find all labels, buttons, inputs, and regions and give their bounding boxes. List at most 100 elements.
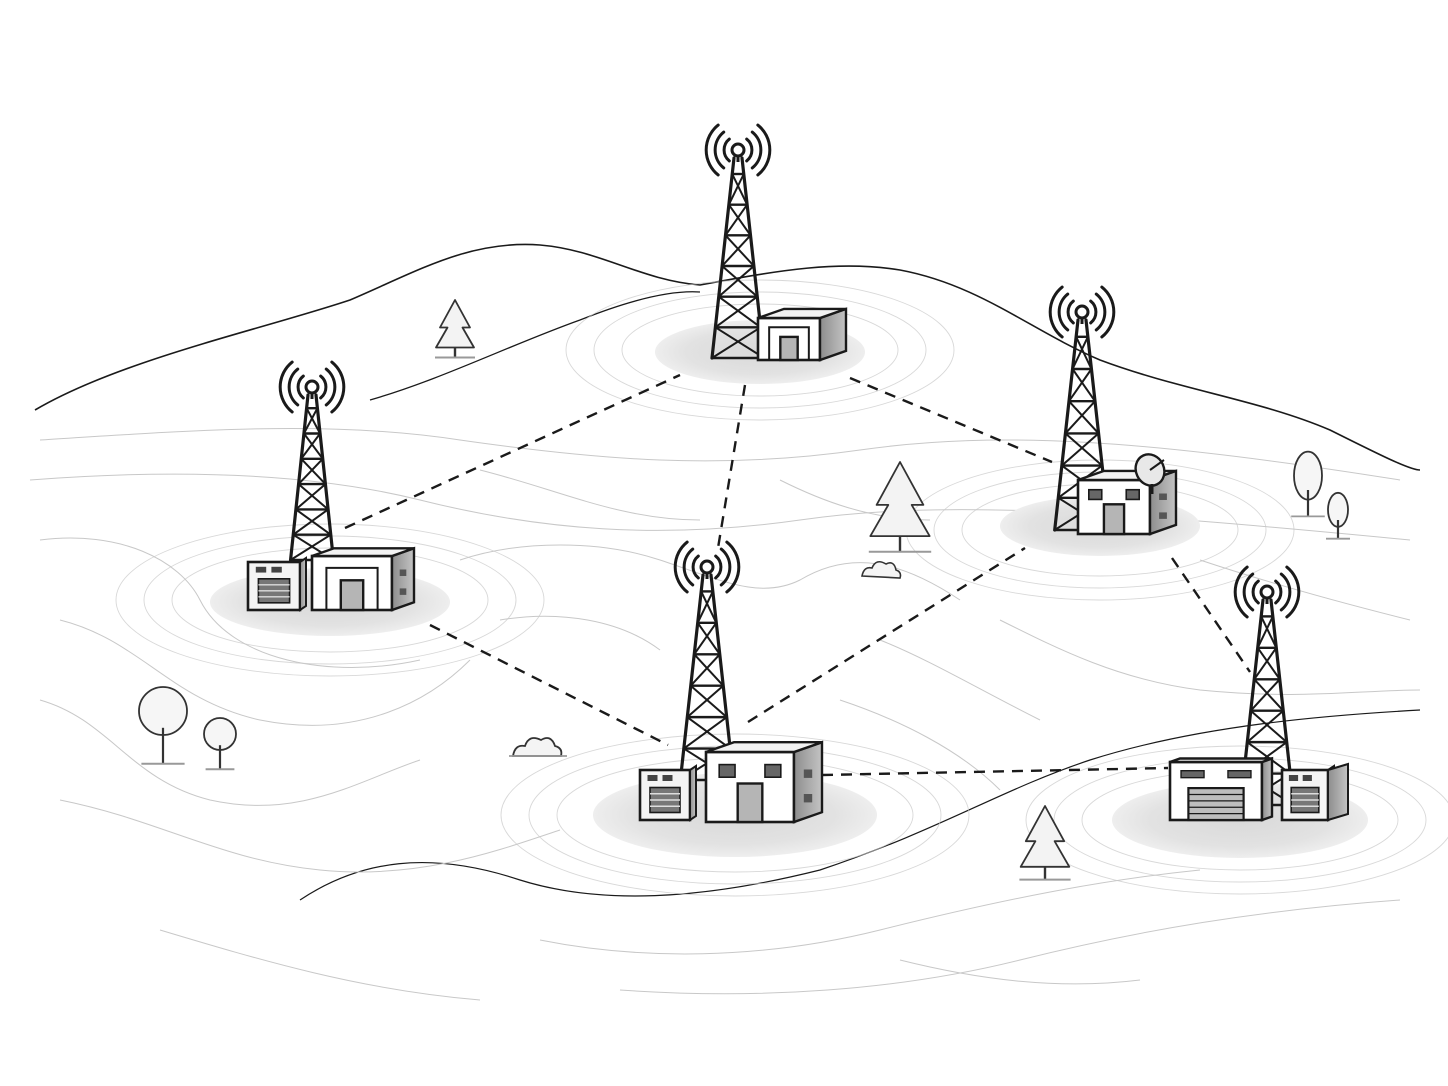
equipment-cabinet-icon (1280, 764, 1335, 822)
vent-icon (803, 794, 813, 803)
signal-wave-icon (278, 360, 294, 414)
signal-wave-icon (713, 130, 726, 170)
signal-wave-icon (1089, 299, 1098, 325)
signal-wave-icon (750, 130, 763, 170)
site-left (210, 360, 450, 636)
pine-tree-icon (868, 461, 932, 553)
tree-icon (1326, 491, 1350, 540)
equipment-building-icon (310, 546, 416, 612)
contour-ring (593, 291, 927, 409)
contour-ring (500, 733, 970, 897)
equipment-cabinet-icon (638, 764, 697, 822)
garage-door-icon (1187, 786, 1245, 822)
network-link-site-center-site-bottom-right (821, 766, 1169, 777)
door-icon (779, 335, 799, 362)
signal-wave-icon (725, 540, 741, 594)
signal-wave-icon (319, 374, 328, 400)
site-center (593, 540, 877, 857)
signal-wave-icon (1100, 285, 1116, 339)
contour-line (619, 899, 1401, 995)
signal-wave-icon (1066, 299, 1075, 325)
door-icon (1102, 503, 1126, 536)
network-link-site-center-site-right (747, 546, 1026, 724)
vent-icon (399, 569, 407, 576)
contour-ring (171, 547, 489, 653)
contour-ring (1025, 745, 1448, 895)
tree-icon (203, 717, 237, 771)
contour-line (499, 615, 661, 651)
hill-icon (299, 709, 1421, 901)
window-icon (764, 763, 782, 778)
door-icon (339, 579, 365, 612)
signal-wave-icon (673, 540, 689, 594)
signal-wave-icon (1285, 565, 1301, 619)
equipment-building-icon (704, 740, 824, 824)
pine-tree-icon (1019, 805, 1071, 881)
signal-wave-icon (714, 554, 723, 580)
signal-wave-icon (704, 123, 720, 177)
signal-wave-icon (1233, 565, 1249, 619)
site-right (1000, 285, 1200, 556)
antenna-icon (699, 559, 715, 575)
signal-wave-icon (1242, 572, 1255, 612)
contour-line (39, 537, 421, 668)
equipment-cabinet-icon (246, 556, 307, 612)
pine-tree-icon (435, 299, 475, 359)
signal-wave-icon (682, 547, 695, 587)
network-link-site-top-site-right (849, 376, 1053, 464)
network-links (344, 373, 1251, 777)
equipment-building-icon (756, 307, 848, 362)
signal-wave-icon (1251, 579, 1260, 605)
contour-line (839, 699, 1001, 791)
signal-wave-icon (1094, 292, 1107, 332)
vent-icon (1159, 493, 1167, 500)
network-link-site-left-site-center (429, 623, 669, 747)
signal-wave-icon (756, 123, 772, 177)
antenna-icon (730, 142, 746, 158)
satellite-dish-icon (1134, 453, 1166, 494)
hill-icon (34, 243, 1421, 471)
signal-wave-icon (330, 360, 346, 414)
garage-building-icon (1168, 756, 1274, 822)
site-bottom-right (1112, 565, 1368, 858)
network-link-site-top-site-center (716, 384, 747, 549)
signal-wave-icon (691, 554, 700, 580)
window-icon (718, 763, 736, 778)
window-icon (1227, 770, 1252, 779)
window-icon (1125, 488, 1140, 501)
contour-line (59, 799, 561, 873)
window-icon (1180, 770, 1205, 779)
signal-wave-icon (1048, 285, 1064, 339)
contour-line (999, 619, 1421, 695)
contour-line (479, 469, 701, 521)
contour-line (59, 619, 471, 726)
antenna-icon (304, 379, 320, 395)
signal-wave-icon (296, 374, 305, 400)
signal-wave-icon (324, 367, 337, 407)
signal-wave-icon (1279, 572, 1292, 612)
signal-wave-icon (287, 367, 300, 407)
contour-line (539, 869, 1201, 955)
vent-icon (399, 588, 407, 595)
contour-line (159, 929, 481, 1001)
signal-wave-icon (1057, 292, 1070, 332)
signal-wave-icon (1274, 579, 1283, 605)
bush-icon (509, 737, 567, 757)
hill-icon (369, 291, 701, 401)
network-link-site-right-site-bottom-right (1171, 557, 1251, 673)
vent-icon (1159, 512, 1167, 519)
tree-icon (138, 686, 188, 765)
window-icon (1088, 488, 1103, 501)
vent-icon (803, 769, 813, 778)
signal-wave-icon (719, 547, 732, 587)
signal-wave-icon (745, 137, 754, 163)
contour-ring (565, 279, 955, 421)
tree-icon (1291, 450, 1325, 518)
contour-line (1199, 559, 1411, 621)
contour-line (899, 959, 1141, 985)
equipment-building-icon (1076, 469, 1178, 536)
tower-sites (210, 123, 1368, 858)
scenery (138, 299, 1350, 881)
contour-line (39, 427, 1401, 481)
